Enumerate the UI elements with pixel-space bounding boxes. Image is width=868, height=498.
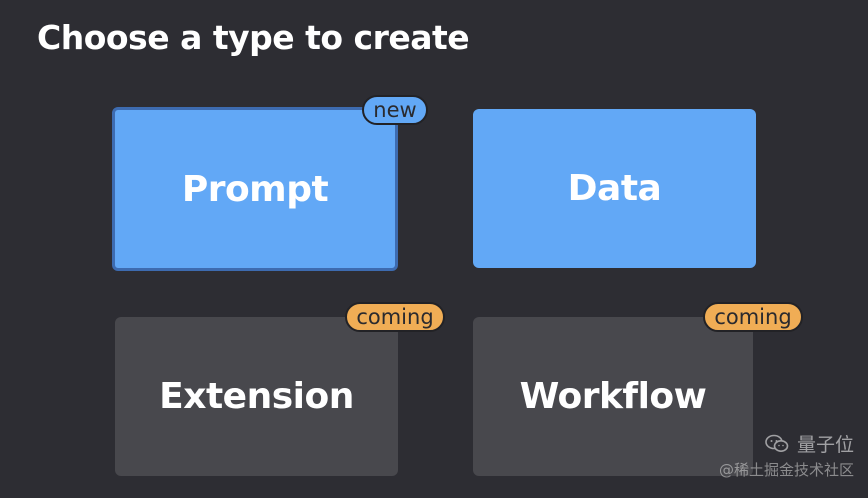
watermark-brand-row: 量子位 (765, 430, 854, 457)
card-workflow-label: Workflow (519, 376, 707, 417)
watermark-brand: 量子位 (796, 434, 854, 456)
card-data[interactable]: Data (473, 109, 756, 268)
new-badge: new (362, 95, 428, 125)
card-data-label: Data (567, 168, 662, 209)
page-title: Choose a type to create (37, 18, 470, 57)
watermark-source: @稀土掘金技术社区 (718, 461, 854, 479)
coming-badge-workflow: coming (703, 302, 803, 332)
watermark: 量子位 @稀土掘金技术社区 (719, 430, 854, 480)
card-workflow[interactable]: Workflow (473, 317, 753, 476)
card-extension-label: Extension (159, 376, 354, 417)
card-prompt[interactable]: Prompt (112, 107, 398, 271)
card-extension[interactable]: Extension (115, 317, 398, 476)
card-prompt-label: Prompt (181, 168, 329, 210)
wechat-icon (765, 434, 789, 452)
coming-badge-extension: coming (345, 302, 445, 332)
